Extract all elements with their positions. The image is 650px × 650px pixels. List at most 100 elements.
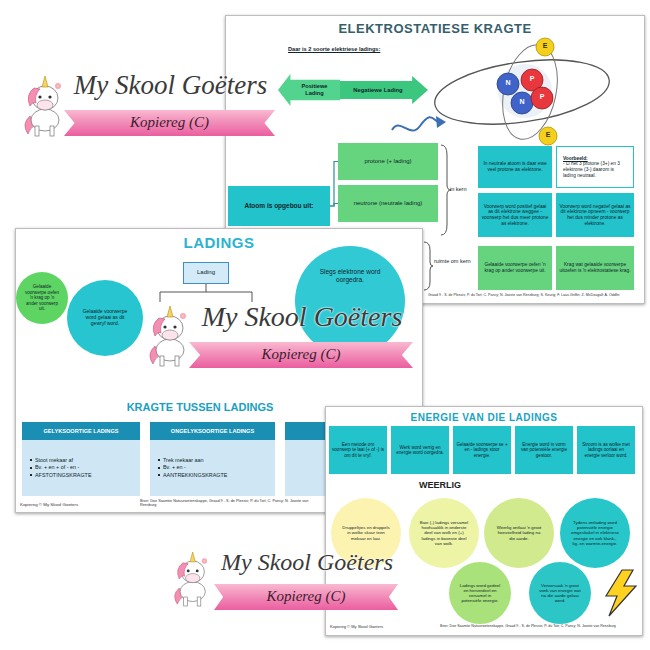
slide-title: ENERGIE VAN DIE LADINGS	[326, 412, 642, 424]
box-text: Krag wat gelaaide voorwerpe uitoefen is …	[559, 262, 631, 273]
neutron	[511, 92, 533, 114]
bracket-label: ruimte om kern	[434, 258, 477, 264]
table-body: Stoot mekaar afBv. + en + of - en - AFSTO…	[22, 440, 140, 496]
ribbon-band: Kopiereg (C)	[214, 584, 398, 610]
box-text: Ladings word gedeel en herverdeel en ver…	[458, 583, 501, 604]
box-text: In neutrale atoom is daar ewe veel proto…	[481, 161, 549, 172]
proton-letter: P	[525, 75, 539, 83]
curly-arrow-head	[436, 116, 446, 128]
watermark-text: Kopiereg (C)	[266, 588, 345, 606]
watermark: My Skool GoëtersKopiereg (C)	[170, 548, 398, 614]
watermark-title: My Skool Goëters	[216, 548, 398, 576]
box-text: Trek mekaar aan	[156, 457, 269, 463]
watermark: My Skool GoëtersKopiereg (C)	[145, 300, 413, 372]
watermark-text: Kopiereg (C)	[261, 346, 340, 364]
fact-box: Gelaaide voorwerpe oefen 'n krag op ande…	[478, 246, 552, 290]
box-text: Stroom is as wolke met ladings oorlaai e…	[580, 442, 632, 458]
footer-note: Kopiereg © My Skool Goeters	[20, 502, 130, 507]
box-heading: Voorbeeld:	[563, 156, 627, 162]
unicorn-icon	[25, 76, 61, 136]
ribbon-band: Kopiereg (C)	[189, 342, 413, 368]
subheading: Daar is 2 soorte elektriese ladings:	[288, 46, 420, 52]
fact-box: Gelaaide voorwerpe se + en - ladings sto…	[453, 426, 511, 474]
box-text: Werk word verrig en energie word oorgedr…	[394, 445, 446, 456]
box-text: Bv. + en + of - en -	[28, 464, 134, 470]
neutron-letter: N	[501, 79, 515, 87]
neutron	[497, 73, 519, 95]
box-text: Lading	[187, 269, 225, 276]
watermark: My Skool GoëtersKopiereg (C)	[20, 70, 275, 140]
box-text: Veroorsaak 'n groot vonk van energie wat…	[538, 583, 581, 604]
neutron-letter: N	[515, 98, 529, 106]
box-text: Atoom is opgebou uit:	[231, 202, 327, 210]
root-box: Lading	[183, 262, 229, 284]
box-text: Bv. + en -	[156, 464, 269, 470]
box-text: protone (+ lading)	[341, 158, 435, 165]
bracket-label: in kern	[450, 186, 478, 192]
fact-box: Stroom is as wolke met ladings oorlaai e…	[577, 426, 635, 474]
fact-box: Voorwerp word positief gelaai as dit ele…	[478, 193, 552, 237]
fact-circle: Veroorsaak 'n groot vonk van energie wat…	[529, 562, 591, 624]
section-heading: KRAGTE TUSSEN LADINGS	[80, 401, 320, 414]
electron-letter: E	[538, 42, 552, 50]
box-text: Een metode om voorwerp te laai (+ of -) …	[332, 442, 384, 458]
lightning-bolt	[606, 570, 636, 616]
fact-box: Een metode om voorwerp te laai (+ of -) …	[329, 426, 387, 474]
curly-arrow	[392, 117, 438, 130]
proton-letter: P	[535, 93, 549, 101]
watermark-title: My Skool Goëters	[191, 300, 413, 333]
fact-circle: Weerlig ontlaai 'n groot hoeveelheid lad…	[484, 498, 554, 568]
fact-box: Energie word in vorm van potensiële ener…	[515, 426, 573, 474]
fact-box: Voorwerp word negatief gelaai as dit ele…	[556, 193, 634, 237]
concept-box: protone (+ lading)	[338, 143, 438, 180]
box-text: Druppeltjies en druppels in wolke skuur …	[342, 525, 391, 541]
bracket	[424, 242, 433, 290]
fact-circle: Tydens ontlading word potensiële energie…	[560, 498, 630, 568]
box-text: Gelaaide voorwerpe se + en - ladings sto…	[456, 442, 508, 458]
tree-line	[160, 284, 252, 302]
connector-line	[330, 162, 338, 207]
box-text: GELYKSOORTIGE LADINGS	[25, 428, 137, 435]
box-text: Voorwerp word positief gelaai as dit ele…	[481, 204, 549, 227]
bracket	[441, 145, 451, 235]
table-body: Trek mekaar aanBv. + en - AANTREKKINGSKRA…	[150, 440, 275, 496]
fact-box: Werk word verrig en energie word oorgedr…	[391, 426, 449, 474]
box-text: Energie word in vorm van potensiële ener…	[518, 442, 570, 458]
box-text: Gelaaide voorwerpe oefen 'n krag op 'n a…	[24, 284, 60, 311]
box-text: - Li het 3 protone (3+) en 3 elektrone (…	[563, 161, 627, 178]
box-text: Negatiewe Lading	[344, 87, 412, 94]
ribbon-band: Kopiereg (C)	[64, 110, 275, 136]
box-text: Baie (-) ladings versamel hoofsaaklik in…	[420, 520, 469, 546]
connector-line	[330, 204, 338, 207]
footer-note: Bron: Doe Saamtie Natuurwetenskappe, Gra…	[140, 499, 322, 508]
box-text: AANTREKKINGSKRAGTE	[156, 472, 269, 478]
footer-note: Graad 9 - S. de Plessis; P. du Toit; C. …	[428, 293, 642, 297]
table-header: ONGELYKSOORTIGE LADINGS	[150, 422, 275, 440]
concept-box: Atoom is opgebou uit:	[228, 186, 330, 226]
fact-box: In neutrale atoom is daar ewe veel proto…	[478, 146, 552, 188]
unicorn-icon	[175, 552, 207, 606]
electron	[536, 38, 554, 56]
footer-note: Bron: Doe Saamtie Natuurwetenskappe, Gra…	[440, 624, 638, 628]
slide-title: LADINGS	[16, 234, 422, 252]
charge-arrow: Negatiewe Lading	[340, 76, 428, 104]
slide-title: ELEKTROSTATIESE KRAGTE	[226, 21, 644, 36]
box-text: Positiewe Lading	[292, 83, 337, 96]
charge-arrow: Positiewe Lading	[278, 74, 340, 106]
box-text: Voorwerp word negatief gelaai as dit ele…	[559, 204, 631, 227]
fact-circle: Ladings word gedeel en herverdeel en ver…	[449, 562, 511, 624]
electron-letter: E	[541, 131, 555, 139]
box-text: Weerlig ontlaai 'n groot hoeveelheid lad…	[495, 525, 544, 541]
watermark-title: My Skool Goëters	[66, 70, 275, 102]
footer-note: Kopiereg © My Skool Goeters	[330, 625, 430, 630]
fact-box: Krag wat gelaaide voorwerpe uitoefen is …	[556, 246, 634, 290]
box-text: Slegs elektrone word oorgedra.	[312, 268, 389, 283]
box-text: ONGELYKSOORTIGE LADINGS	[153, 428, 272, 435]
box-text: AFSTOTINGSKRAGTE	[28, 472, 134, 478]
box-text: Stoot mekaar af	[28, 457, 134, 463]
example-box: Voorbeeld:- Li het 3 protone (3+) en 3 e…	[556, 146, 634, 188]
nucleus-halo	[498, 64, 552, 118]
fact-circle: Gelaaide voorwerpe word gelaai as dit ge…	[67, 280, 143, 356]
box-text: Tydens ontlading word potensiële energie…	[571, 520, 620, 546]
concept-box: neutrone (neutrale lading)	[338, 185, 438, 222]
